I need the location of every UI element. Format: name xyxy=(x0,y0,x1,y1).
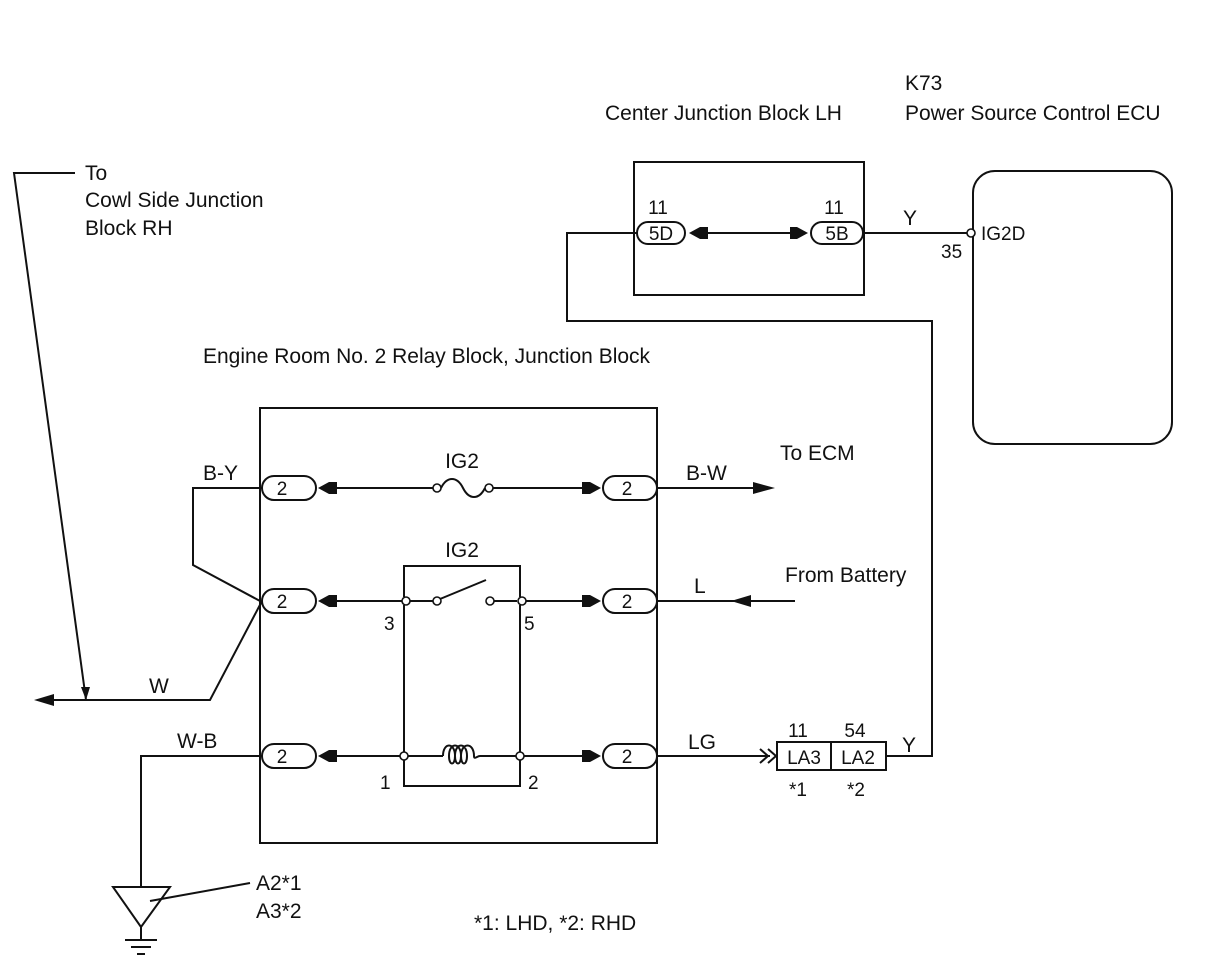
svg-text:2: 2 xyxy=(277,479,288,500)
ecu-terminal-dot xyxy=(966,228,976,238)
wire-w-b xyxy=(140,755,262,887)
la3-name: LA3 xyxy=(787,748,821,769)
relay-switch-contacts xyxy=(401,579,527,606)
ecu-connector-id: K73 xyxy=(905,72,942,95)
relay-top-bracket xyxy=(403,565,521,597)
svg-text:5D: 5D xyxy=(649,224,673,245)
engine-room-relay-block xyxy=(259,407,658,844)
from-battery-label: From Battery xyxy=(785,564,907,587)
wire-lg-chevron-1 xyxy=(759,748,770,764)
cowl-side-wire xyxy=(12,172,90,701)
la3-pin: 11 xyxy=(788,721,808,742)
relay-ig2-label: IG2 xyxy=(445,539,479,562)
svg-text:2: 2 xyxy=(622,592,633,613)
relay-pin-2: 2 xyxy=(528,773,539,794)
center-jb-connector-5b: 5B 11 xyxy=(810,198,864,245)
wire-b-y xyxy=(192,487,262,602)
wire-w-arrow xyxy=(34,694,54,706)
ground-symbol xyxy=(111,882,251,955)
wire-w-label: W xyxy=(149,675,169,698)
relay-bottom-bracket xyxy=(403,760,521,787)
ecu-pin-label: 35 xyxy=(941,242,962,263)
relay-block-connector-left-mid: 2 xyxy=(261,588,317,614)
center-jb-left-pin: 11 xyxy=(648,198,668,219)
relay-block-name: Engine Room No. 2 Relay Block, Junction … xyxy=(203,345,651,368)
wire-b-w-label: B-W xyxy=(686,462,727,485)
svg-text:5B: 5B xyxy=(825,224,848,245)
relay-block-terminal-tips xyxy=(318,482,601,762)
relay-block-connector-left-bottom: 2 xyxy=(261,743,317,769)
wire-b-w-arrow xyxy=(753,482,775,494)
cowl-line1-label: Cowl Side Junction xyxy=(85,189,264,212)
wire-5d-to-la xyxy=(566,232,933,757)
center-junction-block xyxy=(633,161,865,296)
center-jb-right-pin: 11 xyxy=(824,198,844,219)
svg-text:2: 2 xyxy=(622,747,633,768)
fuse-ig2 xyxy=(432,478,494,498)
ground-label-a2: A2*1 xyxy=(256,872,302,895)
ecu-name: Power Source Control ECU xyxy=(905,102,1161,125)
svg-text:2: 2 xyxy=(277,747,288,768)
wire-l-label: L xyxy=(694,575,706,598)
to-ecm-label: To ECM xyxy=(780,442,855,465)
svg-text:2: 2 xyxy=(622,479,633,500)
wire-y-la-label: Y xyxy=(902,734,916,757)
relay-pin-3: 3 xyxy=(384,614,395,635)
wire-l-arrow xyxy=(731,595,751,607)
cowl-line2-label: Block RH xyxy=(85,217,173,240)
fuse-ig2-label: IG2 xyxy=(445,450,479,473)
la3-note: *1 xyxy=(789,780,807,801)
relay-block-connector-right-mid: 2 xyxy=(602,588,658,614)
svg-text:2: 2 xyxy=(277,592,288,613)
relay-block-connector-right-bottom: 2 xyxy=(602,743,658,769)
la2-note: *2 xyxy=(847,780,865,801)
legend-note: *1: LHD, *2: RHD xyxy=(474,912,636,935)
relay-block-connector-right-top: 2 xyxy=(602,475,658,501)
la2-pin: 54 xyxy=(844,721,866,742)
wire-y-ecu-label: Y xyxy=(903,207,917,230)
center-jb-name: Center Junction Block LH xyxy=(605,102,842,125)
la2-name: LA2 xyxy=(841,748,875,769)
relay-pin-1: 1 xyxy=(380,773,391,794)
wire-b-y-label: B-Y xyxy=(203,462,238,485)
la-connector xyxy=(776,741,887,771)
center-jb-connector-5d: 5D 11 xyxy=(636,198,686,245)
relay-coil xyxy=(399,744,525,765)
wire-lg-label: LG xyxy=(688,731,716,754)
relay-pin-5: 5 xyxy=(524,614,535,635)
cowl-to-label: To xyxy=(85,162,107,185)
center-jb-terminal-right xyxy=(790,227,808,239)
ecu-terminal-label: IG2D xyxy=(981,224,1025,245)
relay-block-connector-left-top: 2 xyxy=(261,475,317,501)
center-jb-terminal-left xyxy=(689,227,708,239)
ground-label-a3: A3*2 xyxy=(256,900,302,923)
wire-w xyxy=(48,600,263,701)
power-source-control-ecu xyxy=(972,170,1173,445)
wire-w-b-label: W-B xyxy=(177,730,217,753)
